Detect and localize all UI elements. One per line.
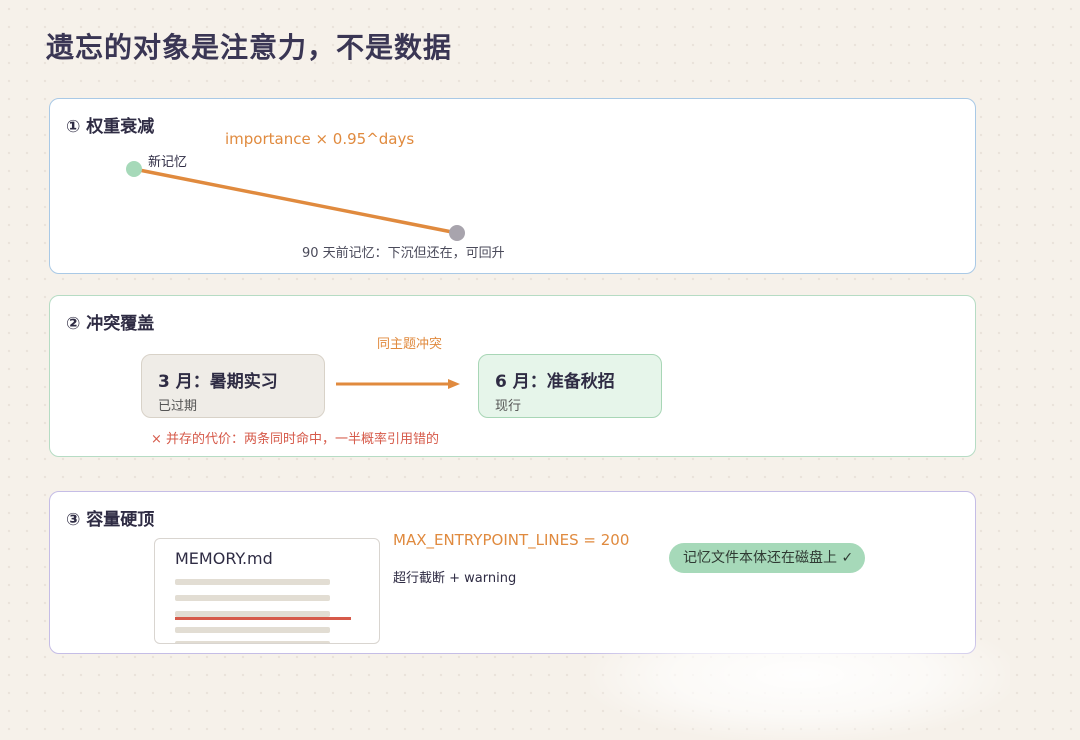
file-name: MEMORY.md (175, 549, 273, 568)
card-status: 现行 (495, 399, 522, 414)
new-memory-card: 6 月：准备秋招 现行 (478, 354, 662, 418)
old-memory-dot (449, 225, 465, 241)
doc-line (175, 611, 330, 617)
truncation-note: 超行截断 + warning (393, 571, 517, 586)
card-status: 已过期 (158, 399, 198, 414)
old-memory-label: 90 天前记忆：下沉但还在，可回升 (302, 246, 505, 261)
conflict-override-panel: ② 冲突覆盖 同主题冲突 3 月：暑期实习 已过期 6 月：准备秋招 现行 × … (49, 295, 976, 457)
page-title: 遗忘的对象是注意力，不是数据 (46, 31, 453, 64)
conflict-label: 同主题冲突 (377, 337, 443, 352)
capacity-cap-panel: ③ 容量硬顶 MEMORY.md MAX_ENTRYPOINT_LINES = … (49, 491, 976, 654)
new-memory-dot (126, 161, 142, 177)
max-lines-constant: MAX_ENTRYPOINT_LINES = 200 (393, 531, 630, 549)
old-memory-card: 3 月：暑期实习 已过期 (141, 354, 325, 418)
weight-decay-panel: ① 权重衰减 importance × 0.95^days 新记忆 90 天前记… (49, 98, 976, 274)
card-title: 6 月：准备秋招 (495, 372, 615, 392)
doc-line (175, 627, 330, 633)
doc-line (175, 579, 330, 585)
card-title: 3 月：暑期实习 (158, 372, 278, 392)
decay-line (132, 167, 459, 235)
panel-title: ① 权重衰减 (66, 117, 155, 137)
arrow-right-icon (336, 379, 460, 389)
new-memory-label: 新记忆 (148, 155, 188, 170)
doc-line (175, 595, 330, 601)
truncation-line (175, 617, 351, 620)
panel-title: ③ 容量硬顶 (66, 510, 155, 530)
doc-line (175, 641, 330, 643)
memory-file-doc: MEMORY.md (154, 538, 380, 644)
coexist-cost-note: × 并存的代价：两条同时命中，一半概率引用错的 (151, 432, 440, 447)
decay-formula: importance × 0.95^days (225, 130, 415, 148)
panel-title: ② 冲突覆盖 (66, 314, 155, 334)
decay-curve (126, 161, 465, 241)
file-on-disk-badge: 记忆文件本体还在磁盘上 ✓ (669, 543, 865, 573)
